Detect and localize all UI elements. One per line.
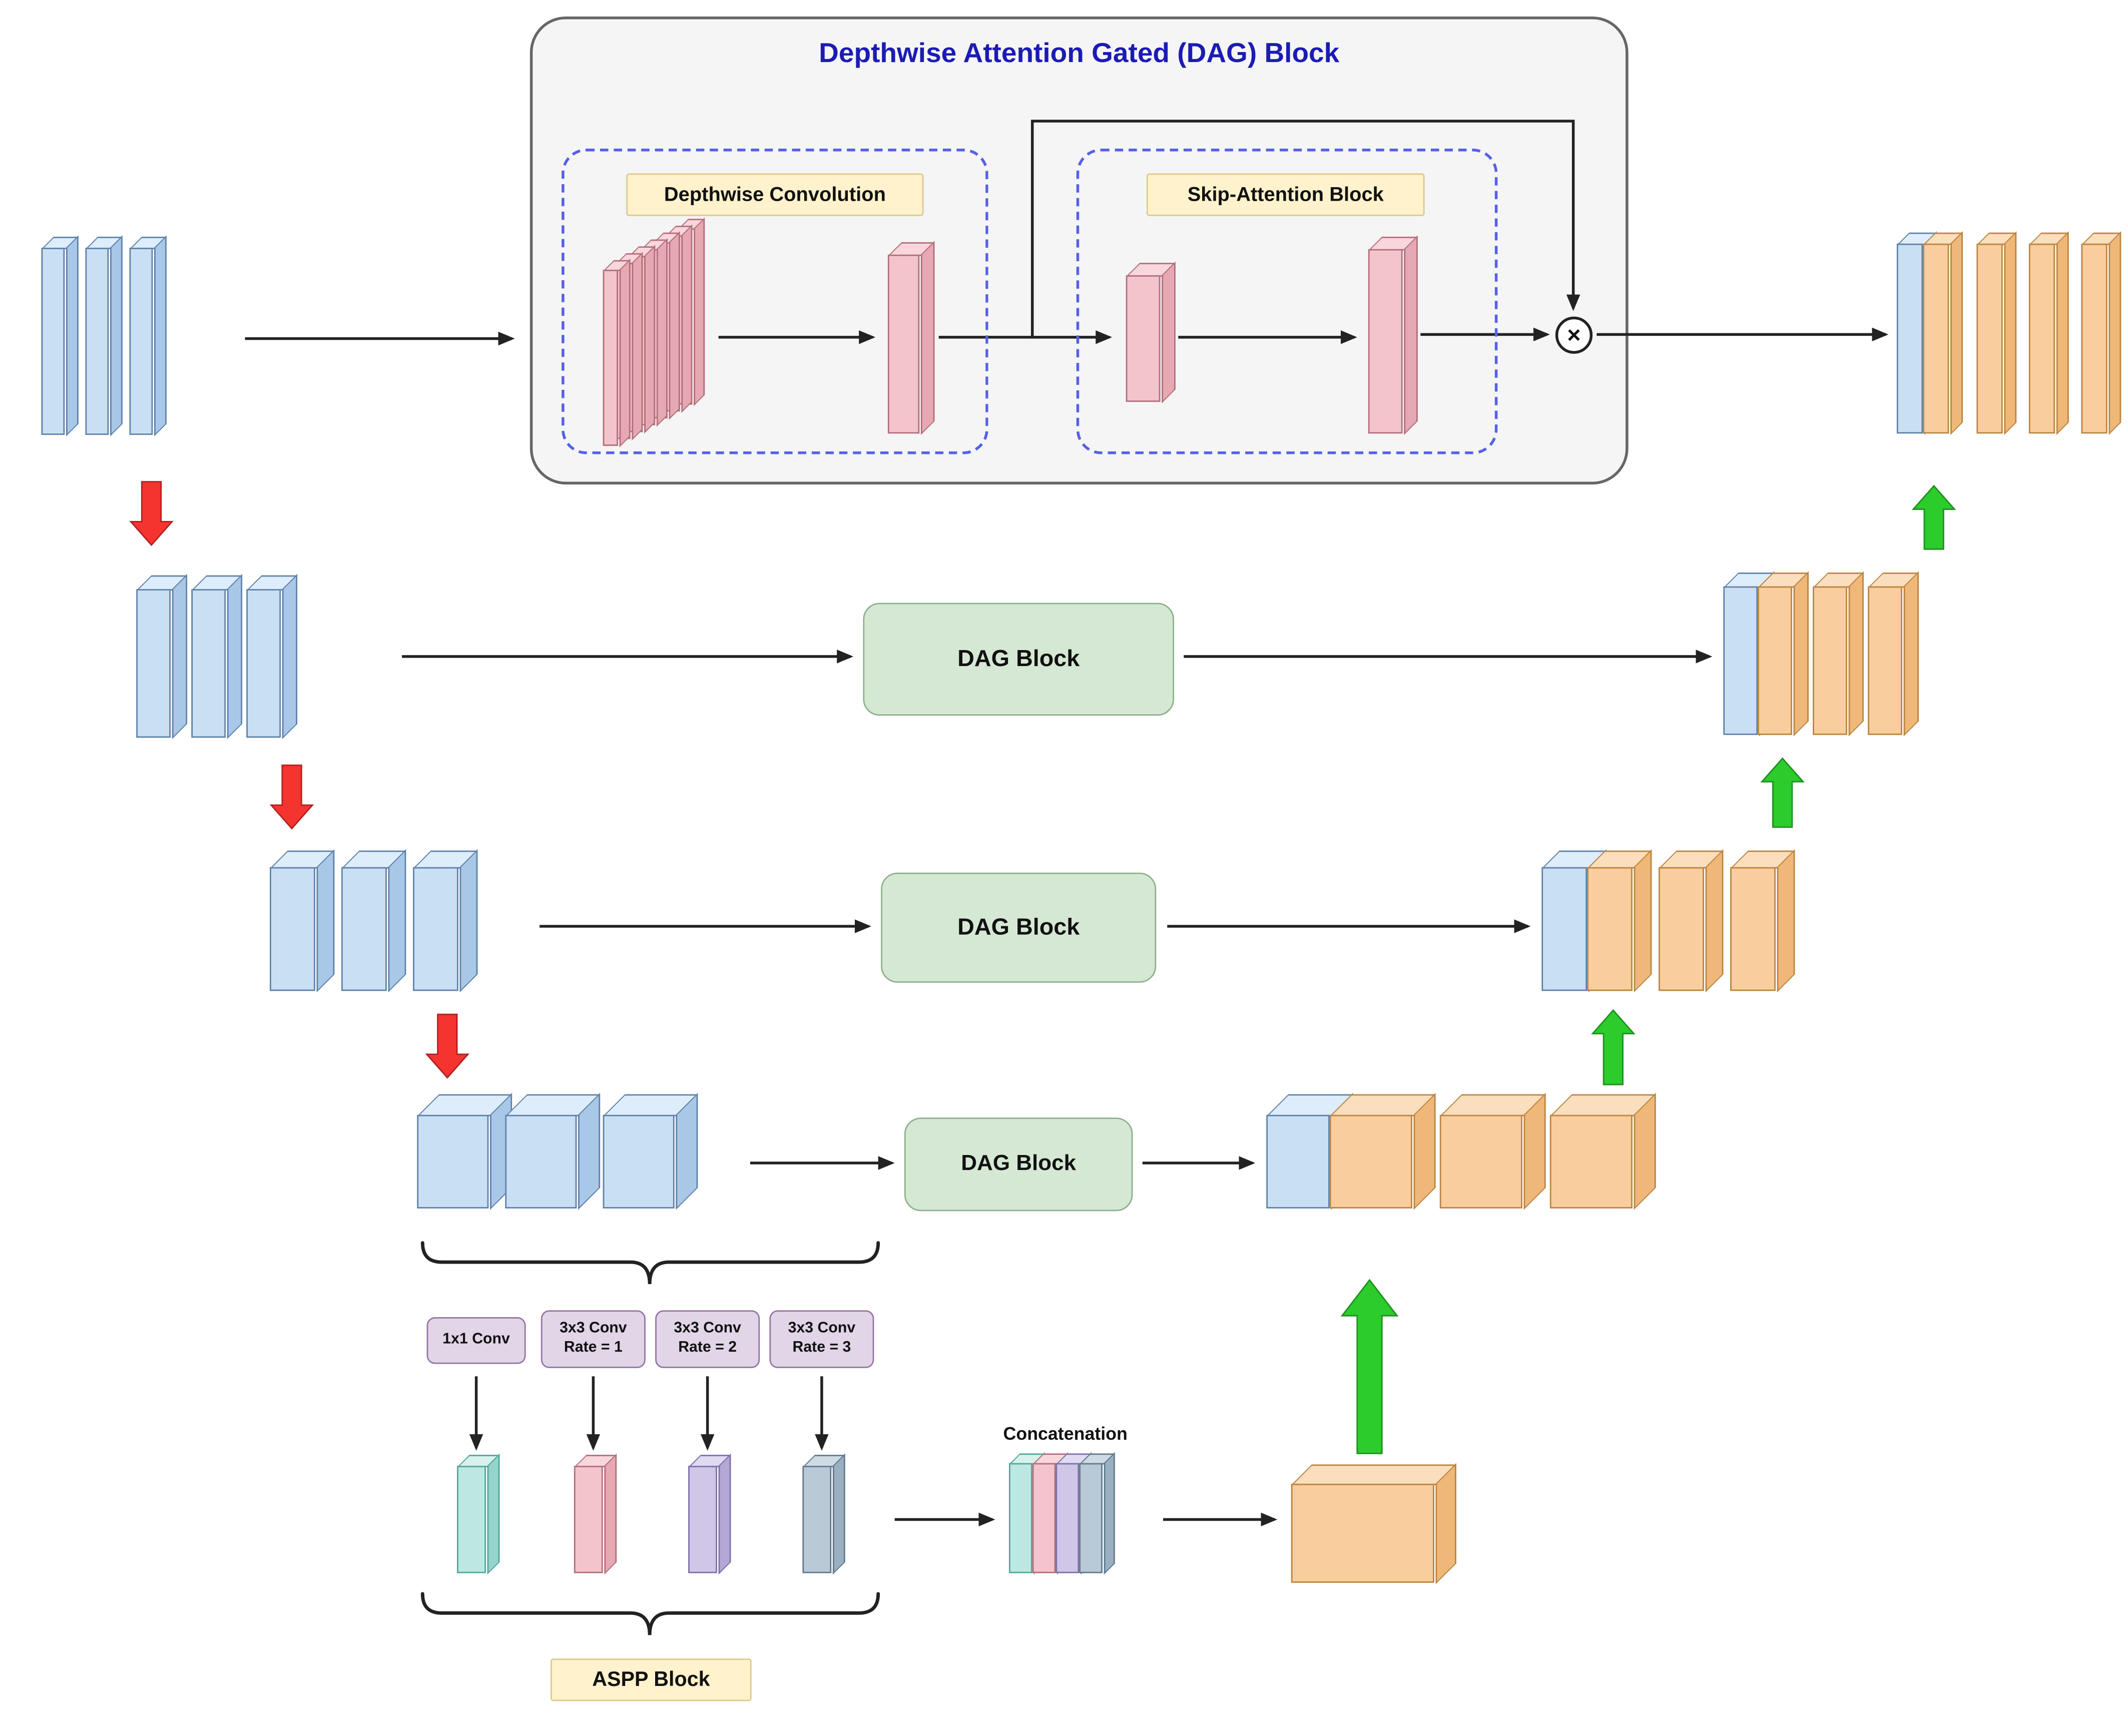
aspp-branch-slab-1x1: [457, 1466, 486, 1573]
encoder-l2-slab-3: [246, 589, 281, 738]
aspp-conv3x3-r1-line1: 3x3 Conv: [560, 1320, 627, 1337]
dag-box-level3: DAG Block: [881, 872, 1157, 983]
decoder-l1-slab-1: [1923, 243, 1949, 434]
upsample-arrows: [1340, 484, 1956, 1454]
downsample-arrow-2: [269, 764, 314, 830]
brace-aspp-group: [420, 1592, 880, 1635]
concat-slab-4: [1079, 1463, 1103, 1573]
aspp-conv3x3-r1-label: 3x3 Conv Rate = 1: [541, 1310, 646, 1368]
encoder-l1-slab-3: [129, 248, 153, 435]
decoder-l1-slab-2: [1976, 243, 2003, 434]
upsample-arrow-2: [1760, 757, 1805, 828]
encoder-l2-slab-1: [136, 589, 171, 738]
depthwise-output-slab: [887, 254, 920, 434]
encoder-l1-slab-1: [41, 248, 65, 435]
encoder-l4-slab-1: [417, 1114, 489, 1209]
flow-arrows: [245, 120, 1889, 1527]
skip-attention-gate-slab: [1126, 275, 1161, 402]
multiply-gate-icon: ×: [1555, 316, 1593, 354]
aspp-conv3x3-r3-line1: 3x3 Conv: [788, 1320, 856, 1337]
depthwise-slab-1: [603, 270, 618, 446]
depthwise-conv-box: [562, 149, 988, 454]
dag-box-level4: DAG Block: [904, 1117, 1133, 1212]
aspp-block-label: ASPP Block: [551, 1658, 752, 1701]
decoder-l2-slab-1: [1758, 586, 1792, 735]
skip-attention-output-slab: [1368, 249, 1403, 434]
aspp-conv1x1-line1: 1x1 Conv: [442, 1331, 510, 1348]
decoder-l4-slab-2: [1439, 1114, 1522, 1209]
decoder-l1-slab-4: [2081, 243, 2107, 434]
decoder-l1-skip-slab: [1896, 243, 1923, 434]
decoder-l1-slab-3: [2028, 243, 2055, 434]
concat-slab-2: [1032, 1463, 1056, 1573]
concat-slab-1: [1008, 1463, 1032, 1573]
downsample-arrows: [129, 481, 470, 1079]
aspp-conv3x3-r2-line1: 3x3 Conv: [674, 1320, 741, 1337]
concatenation-label: Concatenation: [1003, 1423, 1128, 1444]
upsample-arrow-3: [1591, 1009, 1636, 1085]
decoder-l2-slab-3: [1868, 586, 1902, 735]
braces: [420, 1241, 880, 1635]
brace-encoder4-to-aspp: [420, 1241, 880, 1285]
decoder-l3-skip-slab: [1541, 867, 1587, 991]
decoder-l2-skip-slab: [1723, 586, 1758, 735]
downsample-arrow-1: [129, 481, 174, 546]
upsample-arrow-1: [1911, 484, 1956, 550]
encoder-l3-slab-1: [270, 867, 315, 991]
decoder-l3-slab-3: [1730, 867, 1776, 991]
aspp-conv3x3-r3-label: 3x3 Conv Rate = 3: [769, 1310, 874, 1368]
upsample-arrow-4: [1340, 1279, 1399, 1454]
dag-box-level2: DAG Block: [863, 603, 1175, 716]
aspp-conv3x3-r2-label: 3x3 Conv Rate = 2: [655, 1310, 760, 1368]
decoder-l4-skip-slab: [1266, 1114, 1330, 1209]
aspp-branch-slab-r1: [574, 1466, 603, 1573]
decoder-l4-slab-3: [1549, 1114, 1633, 1209]
aspp-branch-slab-r3: [802, 1466, 832, 1573]
aspp-branch-slab-r2: [688, 1466, 717, 1573]
aspp-conv1x1-label: 1x1 Conv: [426, 1317, 526, 1364]
aspp-conv3x3-r3-line2: Rate = 3: [792, 1339, 851, 1356]
decoder-l3-slab-1: [1587, 867, 1633, 991]
concat-slab-3: [1055, 1463, 1080, 1573]
encoder-l4-slab-2: [505, 1114, 577, 1209]
dag-block-title: Depthwise Attention Gated (DAG) Block: [819, 39, 1340, 69]
decoder-l2-slab-2: [1813, 586, 1847, 735]
skip-attention-label: Skip-Attention Block: [1146, 173, 1425, 216]
downsample-arrow-3: [425, 1013, 470, 1079]
encoder-l2-slab-2: [191, 589, 226, 738]
encoder-l3-slab-3: [413, 867, 458, 991]
skip-attention-box: [1076, 149, 1498, 454]
decoder-l4-slab-1: [1329, 1114, 1412, 1209]
bottleneck-output-box: [1291, 1483, 1434, 1583]
encoder-l4-slab-3: [603, 1114, 675, 1209]
decoder-l3-slab-2: [1659, 867, 1704, 991]
aspp-conv3x3-r2-line2: Rate = 2: [678, 1339, 737, 1356]
aspp-conv3x3-r1-line2: Rate = 1: [564, 1339, 623, 1356]
depthwise-conv-label: Depthwise Convolution: [626, 173, 924, 216]
encoder-l1-slab-2: [85, 248, 109, 435]
skip-connection-line: [1030, 120, 1580, 337]
encoder-l3-slab-2: [341, 867, 387, 991]
